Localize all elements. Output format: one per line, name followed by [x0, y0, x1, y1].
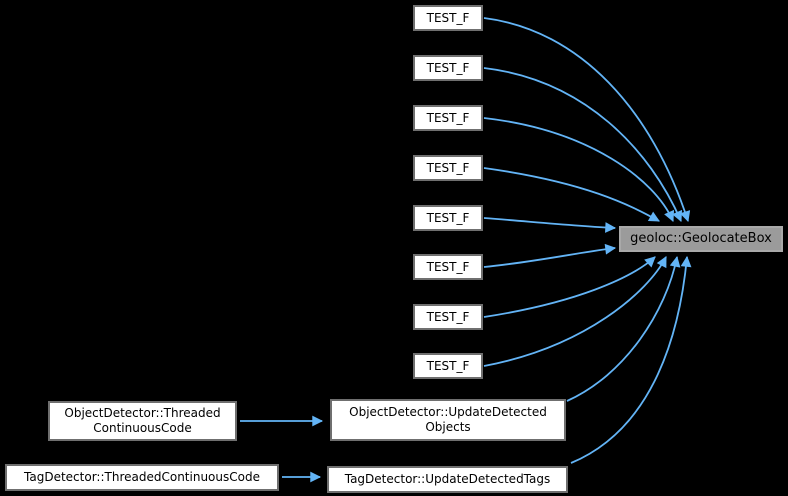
edge-testf2-to-target [483, 67, 683, 222]
node-tag-detector-threaded-continuous-code[interactable]: TagDetector::ThreadedContinuousCode [5, 464, 279, 491]
edge-testf4-to-target [483, 167, 660, 222]
node-test-f-6[interactable]: TEST_F [413, 254, 483, 280]
edge-testf5-to-target [483, 217, 617, 233]
node-label-line2: Objects [425, 420, 471, 434]
node-label: TEST_F [426, 60, 470, 75]
node-label: geoloc::GeolocateBox [630, 231, 772, 247]
edge-testf3-to-target [483, 117, 675, 222]
node-label: TEST_F [426, 309, 470, 324]
node-test-f-7[interactable]: TEST_F [413, 304, 483, 330]
node-test-f-3[interactable]: TEST_F [413, 105, 483, 131]
node-label: TEST_F [426, 10, 470, 25]
edge-testf7-to-target [483, 256, 656, 318]
node-test-f-2[interactable]: TEST_F [413, 55, 483, 81]
node-test-f-1[interactable]: TEST_F [413, 5, 483, 31]
node-label: TagDetector::UpdateDetectedTags [344, 472, 551, 487]
node-label: TEST_F [426, 210, 470, 225]
node-test-f-5[interactable]: TEST_F [413, 205, 483, 231]
node-tag-detector-update-detected-tags[interactable]: TagDetector::UpdateDetectedTags [327, 466, 568, 493]
node-object-detector-update-detected-objects[interactable]: ObjectDetector::UpdateDetected Objects [330, 399, 566, 441]
edge-testf8-to-target [483, 256, 667, 367]
node-test-f-4[interactable]: TEST_F [413, 155, 483, 181]
node-label: TEST_F [426, 358, 470, 373]
node-label-line1: ObjectDetector::UpdateDetected [349, 405, 547, 420]
node-label: TEST_F [426, 259, 470, 274]
edge-object-update-to-target [566, 255, 681, 402]
node-object-detector-threaded-continuous-code[interactable]: ObjectDetector::Threaded ContinuousCode [48, 401, 237, 441]
edge-testf1-to-target [483, 17, 691, 223]
node-label: TEST_F [426, 110, 470, 125]
node-geoloc-geolocate-box: geoloc::GeolocateBox [619, 226, 783, 252]
node-label: TagDetector::ThreadedContinuousCode [24, 470, 260, 485]
node-label: TEST_F [426, 160, 470, 175]
node-label-line1: ObjectDetector::Threaded [64, 406, 221, 421]
edge-testf6-to-target [483, 243, 617, 268]
node-test-f-8[interactable]: TEST_F [413, 353, 483, 379]
node-label-line2: ContinuousCode [93, 421, 192, 435]
edge-tag-update-to-target [570, 255, 692, 464]
